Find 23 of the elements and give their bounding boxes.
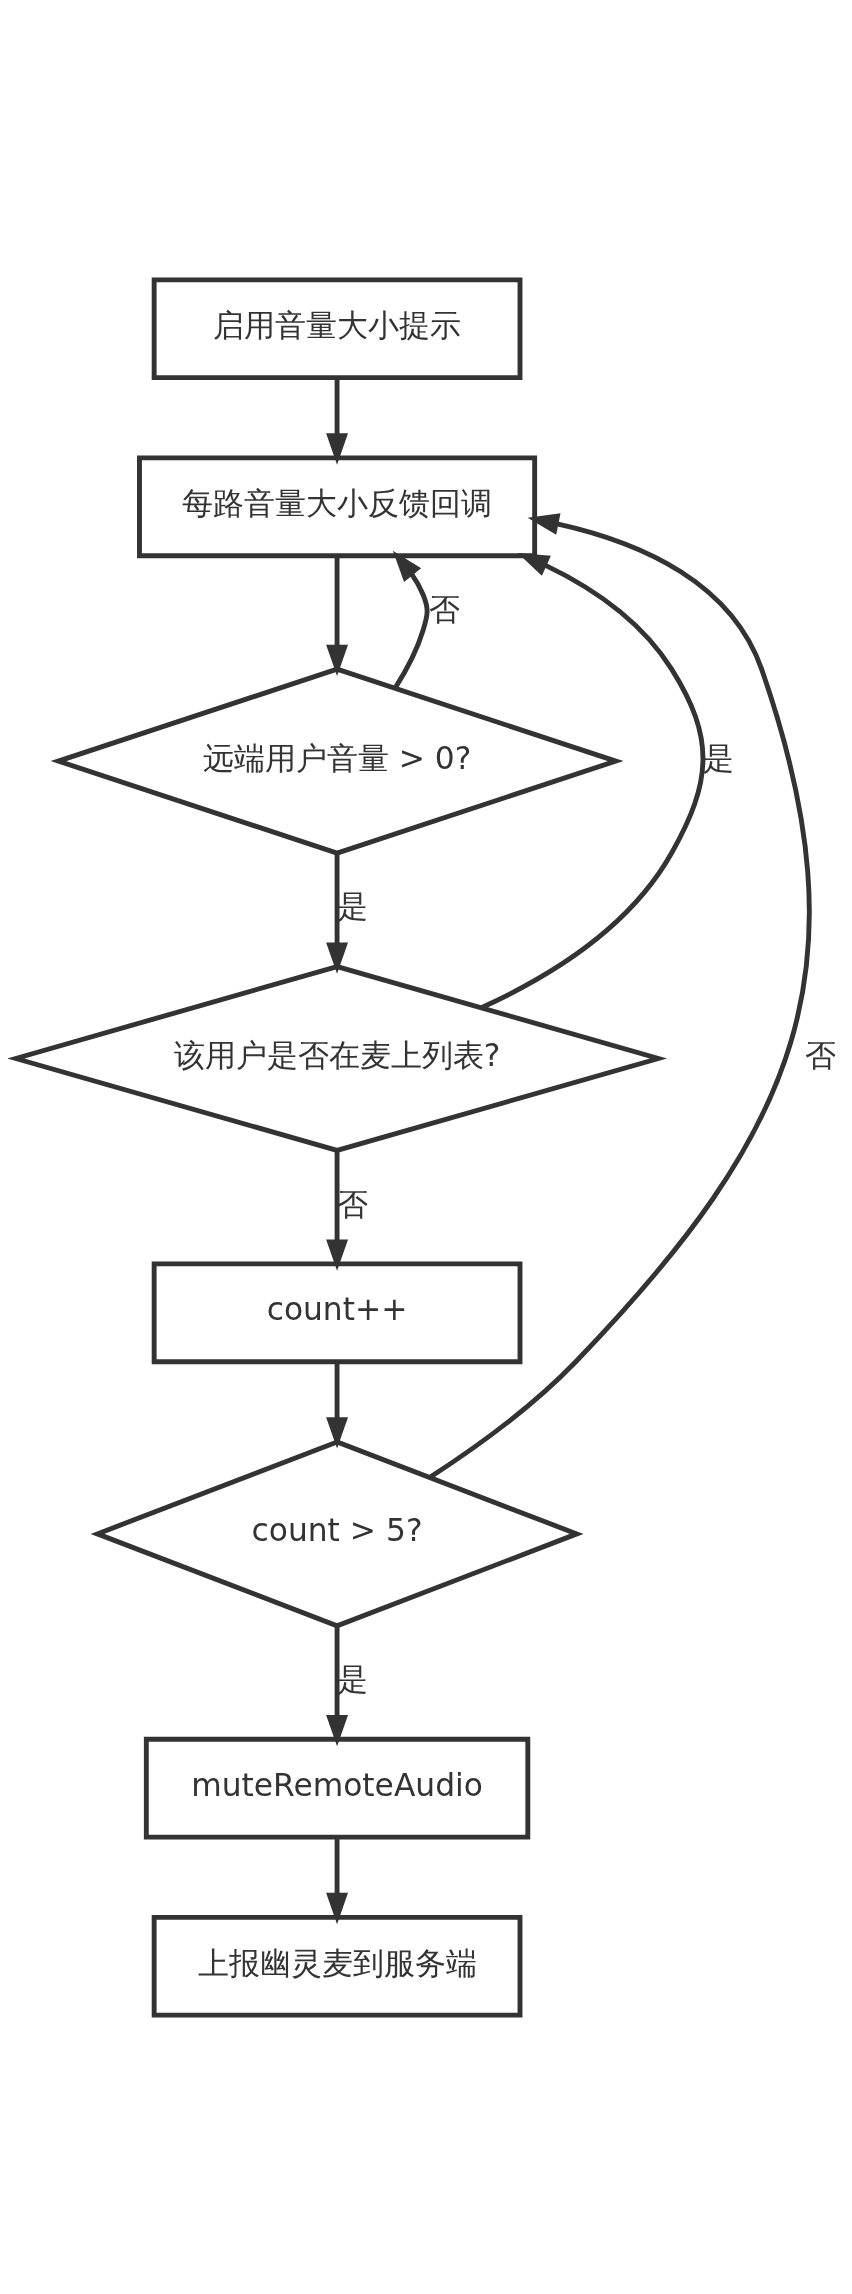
arrow <box>326 1837 349 1924</box>
edge-label: 否 <box>337 1185 369 1222</box>
arrow <box>480 552 706 1010</box>
edge-label: 否 <box>429 590 461 627</box>
node-box: 启用音量大小提示 <box>151 276 523 380</box>
arrow <box>326 377 349 465</box>
edge-label: 否 <box>804 1036 836 1073</box>
node-diamond: 该用户是否在麦上列表? <box>8 963 668 1153</box>
arrow <box>326 555 349 676</box>
edge-label: 是 <box>337 1660 369 1697</box>
arrow <box>428 512 812 1479</box>
node-box: 每路音量大小反馈回调 <box>137 454 538 558</box>
node-box: 上报幽灵麦到服务端 <box>151 1914 523 2018</box>
arrow <box>326 1361 349 1449</box>
node-box: muteRemoteAudio <box>143 1736 531 1840</box>
arrow <box>392 550 430 689</box>
arrow <box>326 853 349 974</box>
arrow <box>326 1150 349 1271</box>
arrow <box>326 1625 349 1746</box>
node-box: count++ <box>151 1260 523 1364</box>
node-diamond: 远端用户音量 > 0? <box>50 666 624 856</box>
edge-label: 是 <box>337 887 369 924</box>
node-diamond: count > 5? <box>90 1438 584 1628</box>
